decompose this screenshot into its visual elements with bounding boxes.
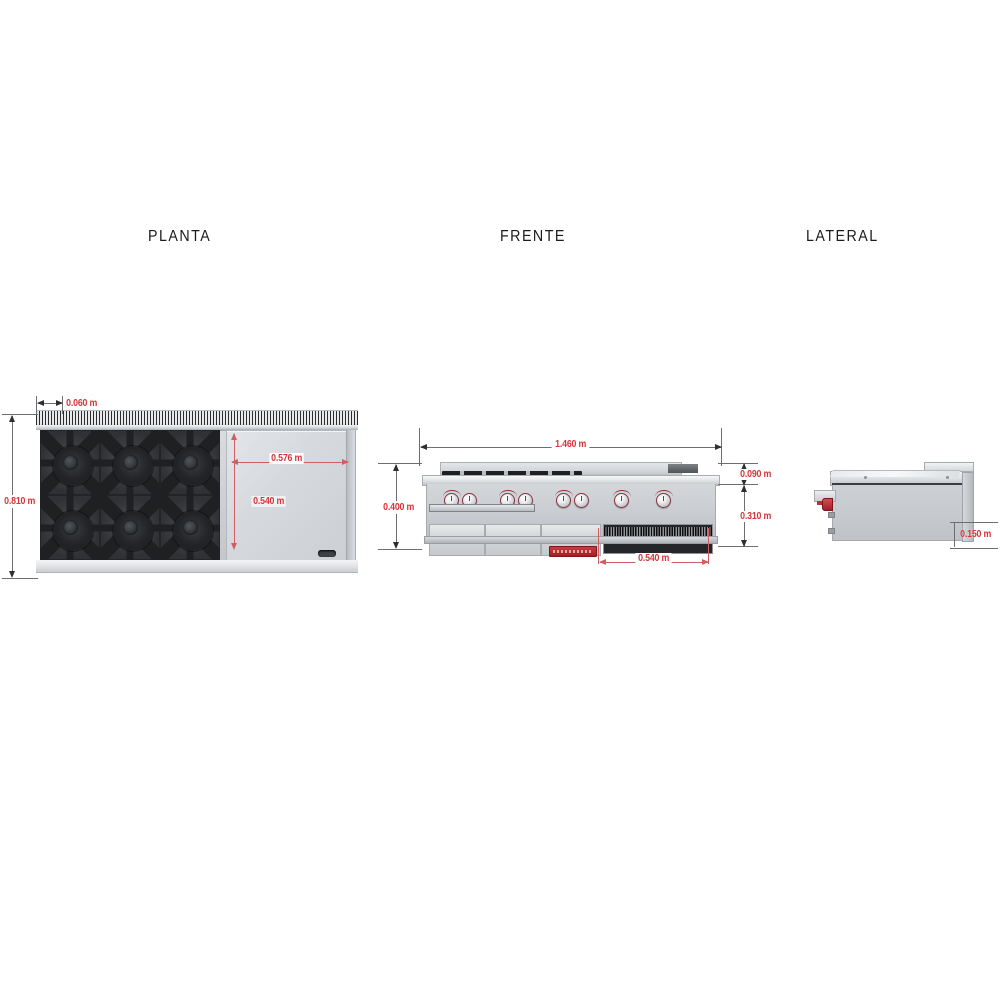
side-body-top-edge xyxy=(832,483,966,485)
dim-arrow xyxy=(741,485,747,492)
dim-ext-line xyxy=(2,414,38,415)
screw xyxy=(946,476,949,479)
dim-ext-line xyxy=(378,549,422,550)
knob-bezel xyxy=(555,490,573,497)
knob-bezel xyxy=(443,490,461,497)
dim-line-150 xyxy=(954,523,955,547)
back-vent-cap xyxy=(36,425,358,430)
view-title-planta: PLANTA xyxy=(148,228,212,245)
dim-arrow xyxy=(342,459,349,465)
view-title-frente: FRENTE xyxy=(500,228,566,245)
burner-cap xyxy=(62,455,78,470)
burner-grate xyxy=(151,488,220,560)
dim-line-540-planta xyxy=(234,434,235,548)
dim-arrow xyxy=(9,415,15,422)
rear-edge xyxy=(962,472,974,542)
knob-bezel xyxy=(499,490,517,497)
upper-bevel xyxy=(830,470,961,477)
screw xyxy=(864,476,867,479)
dim-ext-line xyxy=(950,548,998,549)
dim-ext-line xyxy=(36,396,37,414)
dim-ext-line xyxy=(2,578,38,579)
dim-ext-line xyxy=(419,428,420,466)
knob-stem xyxy=(817,501,823,505)
dim-label-frente-height: 0.400 m xyxy=(383,501,415,514)
burner-cap xyxy=(182,455,198,470)
brand-badge xyxy=(549,546,597,557)
view-title-lateral: LATERAL xyxy=(806,228,879,245)
dim-ext-line xyxy=(718,546,758,547)
right-side-edge xyxy=(346,430,355,562)
dim-ext-line xyxy=(708,528,709,564)
control-knob[interactable] xyxy=(574,493,589,508)
hinge xyxy=(828,528,835,534)
dim-label-frente-top-section: 0.090 m xyxy=(738,469,773,480)
dim-label-griddle-width: 0.576 m xyxy=(269,453,304,464)
dim-arrow xyxy=(702,559,709,565)
control-knob-side[interactable] xyxy=(822,498,833,511)
dim-arrow xyxy=(741,540,747,547)
knob-bezel xyxy=(613,490,631,497)
dim-label-planta-back-depth: 0.060 m xyxy=(66,398,98,409)
knob-bezel xyxy=(655,490,673,497)
burner-ring xyxy=(173,445,213,486)
burner-grate xyxy=(151,430,220,502)
control-knob[interactable] xyxy=(614,493,629,508)
dim-ext-line xyxy=(378,463,422,464)
base-plinth xyxy=(424,536,718,544)
dim-ext-line xyxy=(718,463,758,464)
burner-cap xyxy=(182,520,198,535)
dim-arrow xyxy=(420,444,427,450)
control-knob[interactable] xyxy=(556,493,571,508)
dim-label-frente-body-section: 0.310 m xyxy=(738,511,773,522)
front-rail xyxy=(36,560,358,573)
burner-row-silhouette xyxy=(442,471,582,477)
burner-cap xyxy=(122,520,138,535)
dim-arrow xyxy=(741,479,747,486)
dim-label-frente-width: 1.460 m xyxy=(551,439,590,450)
dim-arrow xyxy=(9,571,15,578)
dim-arrow xyxy=(393,464,399,471)
dim-ext-line xyxy=(950,522,998,523)
griddle-plate xyxy=(226,430,348,562)
dim-label-grill-width: 0.540 m xyxy=(635,553,672,564)
dim-arrow xyxy=(231,543,237,550)
rear-right-block xyxy=(668,464,698,473)
dim-arrow xyxy=(37,400,44,406)
side-body-panel xyxy=(832,483,968,541)
dim-label-lateral-base-height: 0.150 m xyxy=(960,529,992,540)
dim-ext-line xyxy=(718,484,758,485)
grill-drip-tray[interactable] xyxy=(429,504,535,512)
control-panel xyxy=(426,484,716,557)
dim-arrow xyxy=(231,433,237,440)
griddle-drain-hole xyxy=(318,550,336,557)
dim-arrow xyxy=(599,559,606,565)
dim-arrow xyxy=(715,444,722,450)
burner-grate-area xyxy=(40,430,220,560)
dim-arrow xyxy=(393,542,399,549)
dim-line-060 xyxy=(38,403,62,404)
dim-arrow xyxy=(741,463,747,470)
planta-view-drawing xyxy=(36,410,358,580)
dim-arrow xyxy=(56,400,63,406)
burner-cap xyxy=(122,455,138,470)
frente-view-drawing xyxy=(422,462,720,557)
burner-cap xyxy=(62,520,78,535)
hinge xyxy=(828,512,835,518)
dim-ext-line xyxy=(598,528,599,564)
dim-label-planta-overall-depth: 0.810 m xyxy=(4,495,36,508)
control-knob[interactable] xyxy=(656,493,671,508)
lateral-view-drawing xyxy=(812,462,974,550)
dim-label-griddle-depth: 0.540 m xyxy=(251,496,286,507)
